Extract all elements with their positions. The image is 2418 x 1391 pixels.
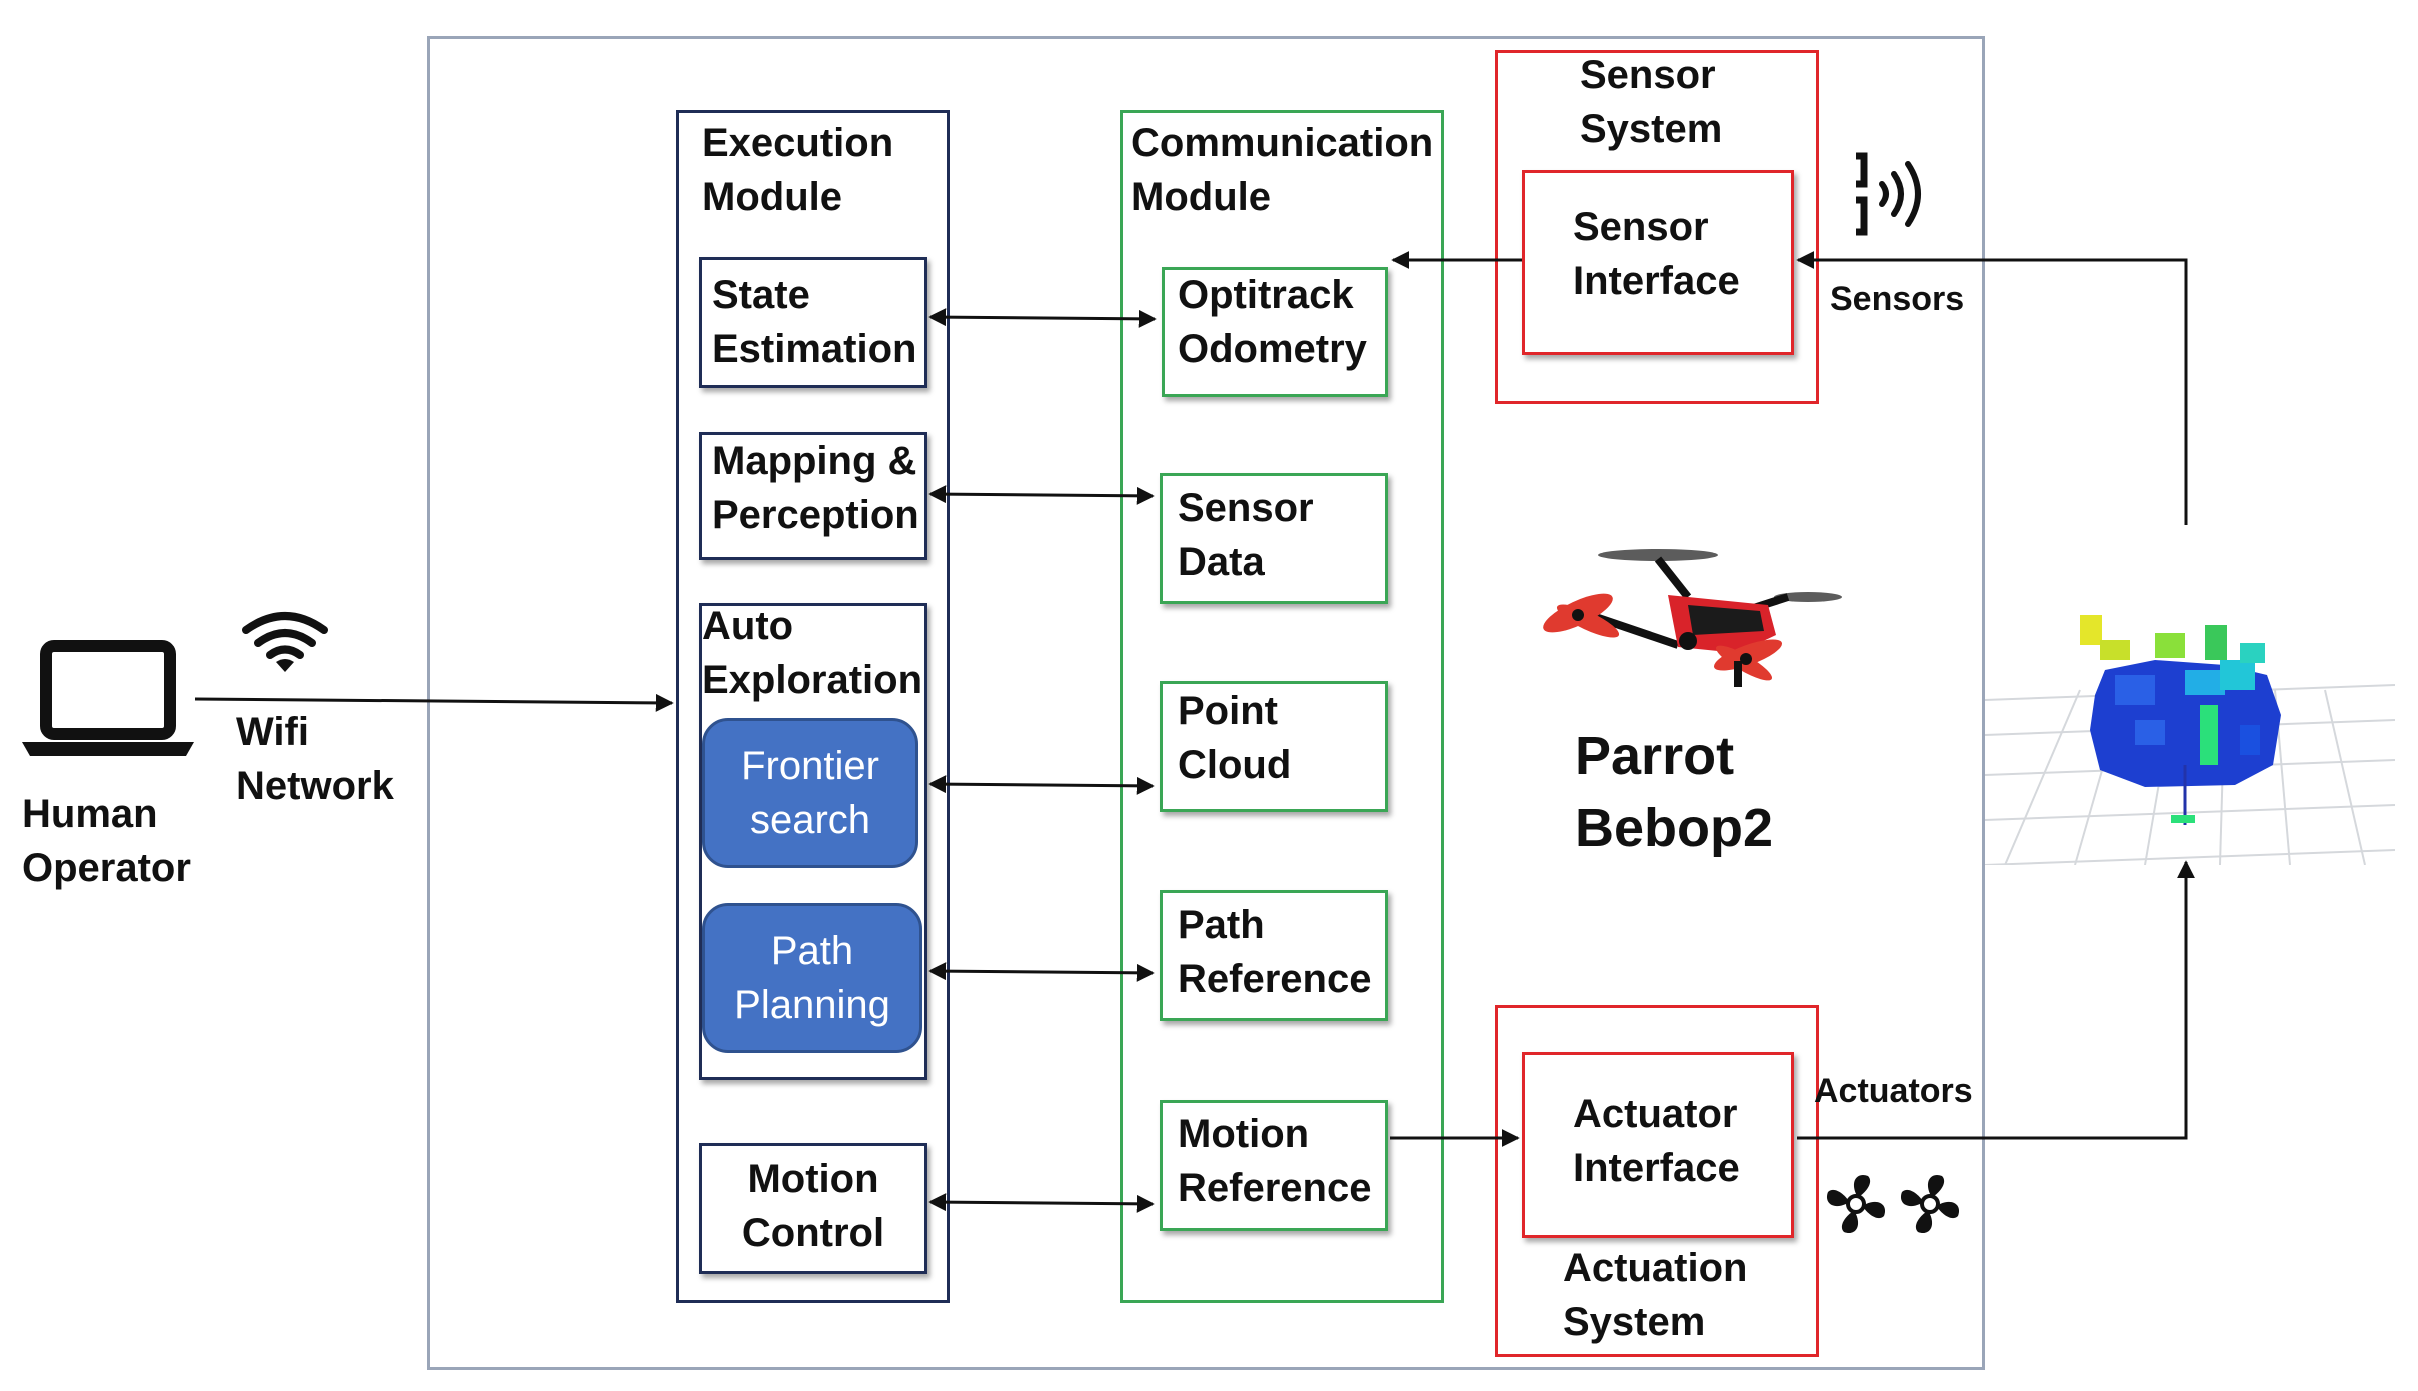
path-reference-label: Path Reference [1178, 903, 1372, 1001]
human-operator-label: Human Operator [22, 792, 191, 890]
frontier-search-block: Frontier search [702, 718, 918, 868]
motion-control-box [699, 1143, 927, 1274]
sensor-interface-box [1522, 170, 1794, 355]
laptop-icon [18, 640, 198, 760]
actuator-interface-box [1522, 1052, 1794, 1238]
voxel-map-icon [1984, 525, 2396, 866]
fan-icon [1896, 1170, 1964, 1238]
motion-reference-box [1160, 1100, 1388, 1231]
mapping-perception-label: Mapping & Perception [712, 439, 919, 537]
sensor-interface-label: Sensor Interface [1573, 205, 1740, 303]
mapping-perception-box [699, 432, 927, 560]
actuation-system-title: Actuation System [1563, 1246, 1748, 1344]
motion-reference-label: Motion Reference [1178, 1112, 1372, 1210]
sensor-system-title: Sensor System [1580, 53, 1723, 151]
system-frame [427, 36, 1985, 1370]
state-estimation-box [699, 257, 927, 388]
optitrack-odometry-label: Optitrack Odometry [1178, 273, 1367, 371]
auto-exploration-title: Auto Exploration [702, 604, 923, 702]
sensors-label: Sensors [1830, 280, 1965, 318]
drone-icon [1538, 535, 1848, 695]
point-cloud-label: Point Cloud [1178, 689, 1292, 787]
motion-control-label: Motion Control [741, 1157, 885, 1255]
sensor-signal-icon [1850, 150, 1940, 240]
path-reference-box [1160, 890, 1388, 1021]
path-planning-block: Path Planning [702, 903, 922, 1053]
actuators-label: Actuators [1814, 1072, 1973, 1110]
execution-module-title: Execution Module [702, 121, 894, 219]
actuator-interface-label: Actuator Interface [1573, 1092, 1740, 1190]
communication-module-title: Communication Module [1131, 121, 1434, 219]
wifi-icon [240, 610, 330, 674]
wifi-network-label: Wifi Network [236, 710, 394, 808]
sensor-data-box [1160, 473, 1388, 604]
state-estimation-label: State Estimation [712, 273, 917, 371]
drone-label: Parrot Bebop2 [1575, 726, 1774, 858]
optitrack-odometry-box [1162, 267, 1388, 397]
fan-icon [1822, 1170, 1890, 1238]
point-cloud-box [1160, 681, 1388, 812]
sensor-data-label: Sensor Data [1178, 486, 1314, 584]
